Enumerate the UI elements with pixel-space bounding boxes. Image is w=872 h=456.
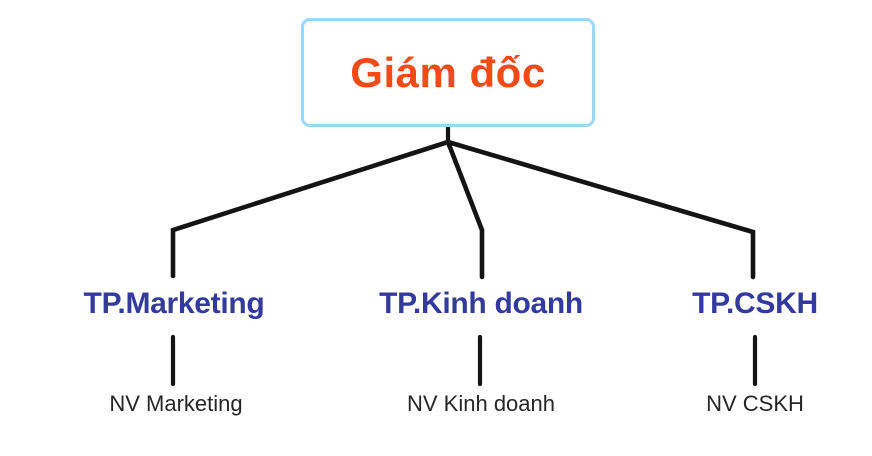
node-nv-marketing: NV Marketing (109, 391, 243, 416)
node-tp-kinh-doanh: TP.Kinh doanh (379, 287, 583, 320)
node-director: Giám đốc (301, 18, 595, 127)
node-nv-kinh-doanh: NV Kinh doanh (407, 391, 555, 416)
director-label: Giám đốc (350, 48, 546, 96)
branch-line-marketing (170, 139, 451, 279)
node-tp-cskh: TP.CSKH (692, 287, 818, 320)
node-nv-cskh: NV CSKH (706, 391, 804, 416)
branch-line-cskh (445, 139, 756, 280)
node-tp-marketing: TP.Marketing (83, 287, 265, 320)
branch-line-kinhdoanh (445, 139, 485, 280)
